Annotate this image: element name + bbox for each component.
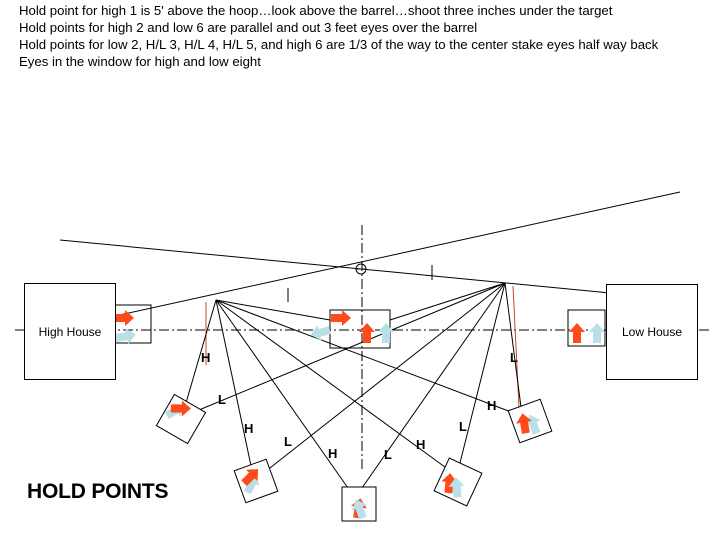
page-title: HOLD POINTS [27, 480, 169, 503]
hold-mark-low: L [510, 350, 518, 365]
center-stake-icon [355, 263, 367, 275]
hold-mark-low: L [384, 447, 392, 462]
station-1-arrows [114, 310, 138, 346]
station-2 [155, 393, 207, 445]
hold-mark-high: H [244, 421, 253, 436]
instruction-notes: Hold point for high 1 is 5' above the ho… [19, 2, 719, 70]
guide-line [512, 285, 520, 409]
high-house-flight-line [59, 239, 611, 294]
hold-mark-high: H [328, 446, 337, 461]
hold-mark-low: L [284, 434, 292, 449]
high-house: High House [24, 283, 116, 380]
hold-mark-high: H [201, 350, 210, 365]
hold-mark-low: L [459, 419, 467, 434]
high-house-label: High House [38, 324, 102, 339]
station-7-arrows [569, 323, 605, 343]
note-line: Hold points for low 2, H/L 3, H/L 4, H/L… [19, 37, 659, 52]
low-house-flight-line [114, 191, 681, 317]
hold-mark-low: L [218, 392, 226, 407]
station-7-box [567, 309, 606, 347]
station-8-arrows [308, 310, 394, 343]
station-3 [233, 458, 279, 504]
high-sight-lines [180, 299, 528, 499]
station-6 [507, 398, 553, 444]
low-house: Low House [606, 284, 698, 380]
low-sight-lines [198, 282, 523, 496]
note-line: Eyes in the window for high and low eigh… [19, 54, 261, 69]
note-line: Hold point for high 1 is 5' above the ho… [19, 3, 613, 18]
hold-mark-high: H [487, 398, 496, 413]
station-4 [341, 486, 377, 522]
station-5 [433, 457, 483, 507]
note-line: Hold points for high 2 and low 6 are par… [19, 20, 478, 35]
hold-mark-high: H [416, 437, 425, 452]
low-house-label: Low House [621, 325, 683, 339]
